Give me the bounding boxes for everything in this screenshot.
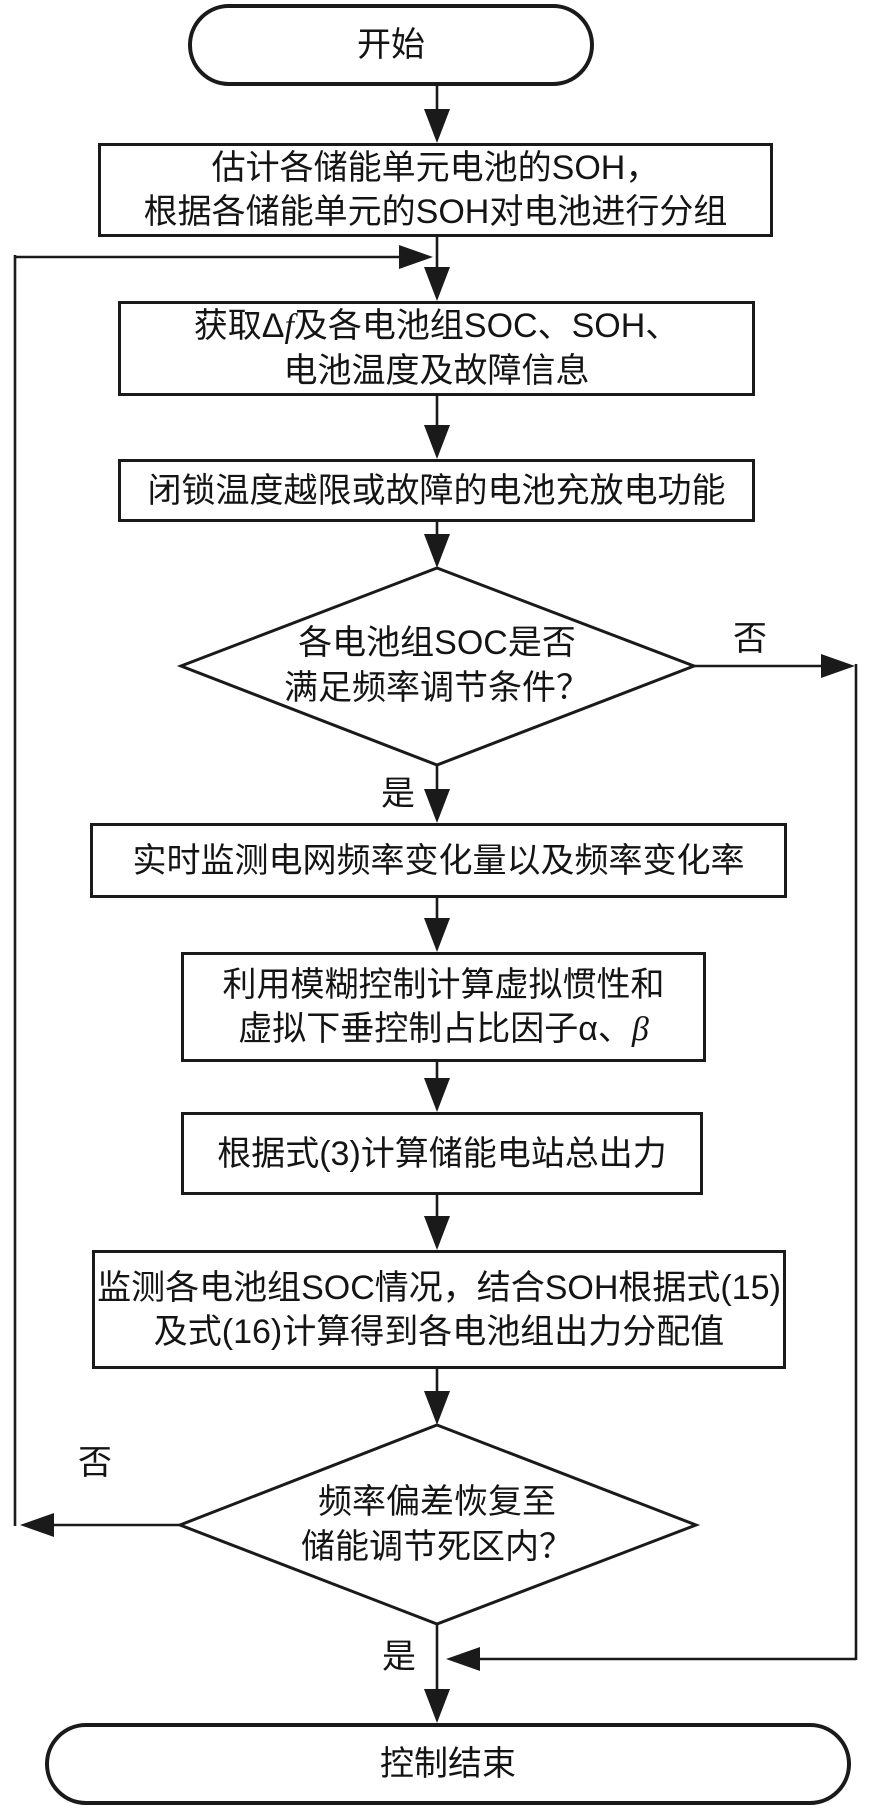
connector-allocate-to-deadband	[424, 1369, 450, 1425]
process-lock-battery-label: 闭锁温度越限或故障的电池充放电功能	[147, 471, 726, 510]
connector-lock-to-soc-check	[424, 522, 450, 568]
decision-deadband-check-line2: 储能调节死区内？	[301, 1528, 573, 1566]
decision-deadband-check-text: 频率偏差恢复至 储能调节死区内？	[187, 1477, 687, 1573]
connector-soc-check-to-monitor	[424, 765, 450, 823]
label-deadband-check-yes: 是	[382, 1638, 416, 1676]
decision-soc-check-line2: 满足频率调节条件？	[284, 669, 590, 707]
process-acquire-info-line1: 获取Δf及各电池组SOC、SOH、	[193, 307, 680, 345]
process-acquire-info-line2: 电池温度及故障信息	[283, 352, 590, 390]
connector-monitor-to-fuzzy	[424, 898, 450, 952]
decision-deadband-check-line1: 频率偏差恢复至	[318, 1483, 556, 1521]
process-fuzzy-control-line2: 虚拟下垂控制占比因子α、β	[238, 1009, 649, 1048]
decision-soc-check-line1: 各电池组SOC是否	[298, 624, 576, 662]
process-estimate-soh-line1: 估计各储能单元电池的SOH，	[211, 149, 660, 187]
label-deadband-check-no: 否	[78, 1444, 112, 1482]
process-estimate-soh-line2: 根据各储能单元的SOH对电池进行分组	[143, 193, 728, 231]
feedback-left-loop	[13, 245, 433, 1526]
branch-soc-check-no	[446, 654, 858, 1671]
label-soc-check-no: 否	[733, 620, 767, 658]
process-monitor-frequency-label: 实时监测电网频率变化量以及频率变化率	[132, 841, 745, 880]
process-acquire-info: 获取Δf及各电池组SOC、SOH、 电池温度及故障信息	[118, 301, 755, 396]
connector-fuzzy-to-total	[424, 1062, 450, 1112]
connector-deadband-to-end	[424, 1624, 450, 1723]
connector-estimate-to-acquire	[424, 237, 450, 301]
process-total-output: 根据式(3)计算储能电站总出力	[181, 1112, 703, 1195]
branch-deadband-no	[20, 1513, 180, 1537]
process-total-output-label: 根据式(3)计算储能电站总出力	[217, 1134, 667, 1173]
connector-acquire-to-lock	[424, 396, 450, 459]
process-fuzzy-control-line1: 利用模糊控制计算虚拟惯性和	[222, 965, 665, 1004]
decision-soc-check-text: 各电池组SOC是否 满足频率调节条件？	[187, 618, 687, 714]
connector-start-to-estimate	[424, 86, 450, 143]
label-soc-check-yes: 是	[381, 775, 415, 813]
start-label: 开始	[357, 26, 425, 64]
process-allocate-output-line1: 监测各电池组SOC情况，结合SOH根据式(15)	[97, 1268, 781, 1307]
process-allocate-output-line2: 及式(16)计算得到各电池组出力分配值	[153, 1312, 725, 1351]
end-label: 控制结束	[380, 1745, 516, 1783]
connector-total-to-allocate	[424, 1195, 450, 1250]
process-lock-battery: 闭锁温度越限或故障的电池充放电功能	[118, 459, 755, 522]
process-allocate-output: 监测各电池组SOC情况，结合SOH根据式(15) 及式(16)计算得到各电池组出…	[92, 1250, 786, 1369]
end-node: 控制结束	[45, 1723, 851, 1805]
start-node: 开始	[188, 4, 594, 86]
process-estimate-soh: 估计各储能单元电池的SOH， 根据各储能单元的SOH对电池进行分组	[98, 143, 773, 237]
process-monitor-frequency: 实时监测电网频率变化量以及频率变化率	[90, 823, 787, 898]
process-fuzzy-control: 利用模糊控制计算虚拟惯性和 虚拟下垂控制占比因子α、β	[181, 952, 706, 1062]
